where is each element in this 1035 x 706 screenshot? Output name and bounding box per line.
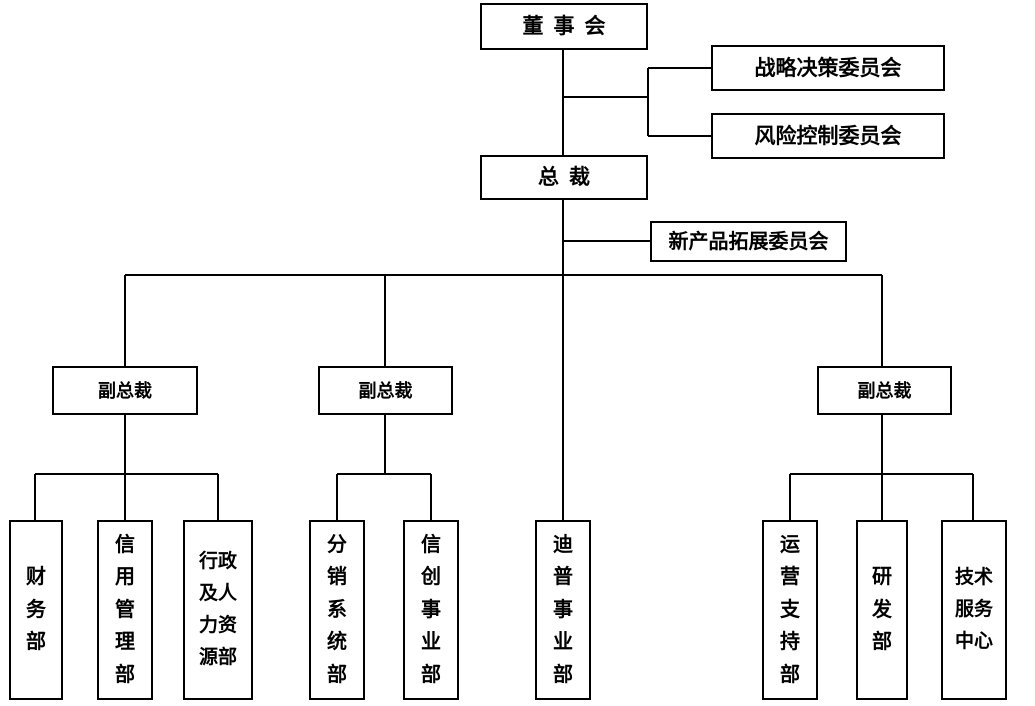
- node-board[interactable]: 董事会: [480, 3, 648, 50]
- vertical-text-row: 管: [115, 598, 135, 621]
- vertical-text-row: 业: [421, 631, 441, 654]
- vertical-text-row: 及人: [198, 583, 237, 605]
- vertical-text-row: 服务: [954, 599, 993, 621]
- vertical-text-row: 分: [327, 534, 347, 557]
- node-dept-xinchuang-business[interactable]: 信创事业部: [403, 520, 459, 700]
- vertical-text-row: 源部: [198, 646, 237, 668]
- vertical-text-row: 务: [26, 598, 46, 621]
- node-dept-distribution-system[interactable]: 分销系统部: [309, 520, 365, 700]
- node-committee-risk[interactable]: 风险控制委员会: [711, 113, 945, 159]
- vertical-text-row: 部: [780, 663, 800, 686]
- dept-operations-support-label: 运营支持部: [764, 529, 816, 691]
- node-dept-dptech-business[interactable]: 迪普事业部: [535, 520, 591, 700]
- node-vice-president-left[interactable]: 副总裁: [52, 366, 198, 415]
- vertical-text-row: 普: [553, 566, 573, 589]
- node-vice-president-right[interactable]: 副总裁: [817, 366, 952, 415]
- node-committee-strategy[interactable]: 战略决策委员会: [711, 45, 945, 91]
- vertical-text-row: 部: [115, 663, 135, 686]
- vertical-text-row: 营: [780, 566, 800, 589]
- node-dept-rnd[interactable]: 研发部: [856, 520, 908, 700]
- vertical-text-row: 部: [553, 663, 573, 686]
- vertical-text-row: 创: [421, 566, 441, 589]
- vertical-text-row: 系: [327, 598, 347, 621]
- vertical-text-row: 信: [115, 534, 135, 557]
- vertical-text-row: 部: [421, 663, 441, 686]
- dept-credit-management-label: 信用管理部: [99, 529, 151, 691]
- dept-tech-service-center-label: 技术服务中心: [943, 562, 1005, 658]
- vertical-text-row: 部: [26, 631, 46, 654]
- vertical-text-row: 销: [327, 566, 347, 589]
- node-dept-admin-hr[interactable]: 行政及人力资源部: [183, 520, 253, 700]
- node-dept-finance[interactable]: 财务部: [9, 520, 63, 700]
- vertical-text-row: 运: [780, 534, 800, 557]
- node-president[interactable]: 总裁: [480, 155, 648, 200]
- vertical-text-row: 理: [115, 631, 135, 654]
- vertical-text-row: 发: [872, 598, 892, 621]
- vertical-text-row: 事: [553, 598, 573, 621]
- vertical-text-row: 中心: [954, 630, 993, 652]
- vertical-text-row: 力资: [198, 615, 237, 636]
- vertical-text-row: 持: [780, 631, 800, 654]
- vertical-text-row: 部: [872, 631, 892, 654]
- vertical-text-row: 行政: [198, 551, 237, 573]
- dept-distribution-system-label: 分销系统部: [311, 529, 363, 691]
- vertical-text-row: 用: [115, 566, 135, 589]
- dept-dptech-business-label: 迪普事业部: [537, 529, 589, 691]
- node-dept-tech-service-center[interactable]: 技术服务中心: [941, 520, 1007, 700]
- vertical-text-row: 支: [780, 598, 800, 621]
- vertical-text-row: 迪: [553, 534, 573, 557]
- node-dept-credit-management[interactable]: 信用管理部: [97, 520, 153, 700]
- node-committee-new-product[interactable]: 新产品拓展委员会: [650, 221, 847, 262]
- vertical-text-row: 业: [553, 631, 573, 654]
- dept-finance-label: 财务部: [11, 561, 61, 658]
- vertical-text-row: 事: [421, 598, 441, 621]
- vertical-text-row: 技术: [954, 567, 993, 589]
- vertical-text-row: 研: [872, 566, 892, 589]
- dept-admin-hr-label: 行政及人力资源部: [185, 546, 251, 674]
- vertical-text-row: 部: [327, 663, 347, 686]
- dept-xinchuang-business-label: 信创事业部: [405, 529, 457, 691]
- node-dept-operations-support[interactable]: 运营支持部: [762, 520, 818, 700]
- dept-rnd-label: 研发部: [858, 561, 906, 658]
- vertical-text-row: 财: [26, 566, 46, 589]
- vertical-text-row: 统: [327, 631, 347, 654]
- node-vice-president-middle[interactable]: 副总裁: [318, 366, 453, 415]
- vertical-text-row: 信: [421, 534, 441, 557]
